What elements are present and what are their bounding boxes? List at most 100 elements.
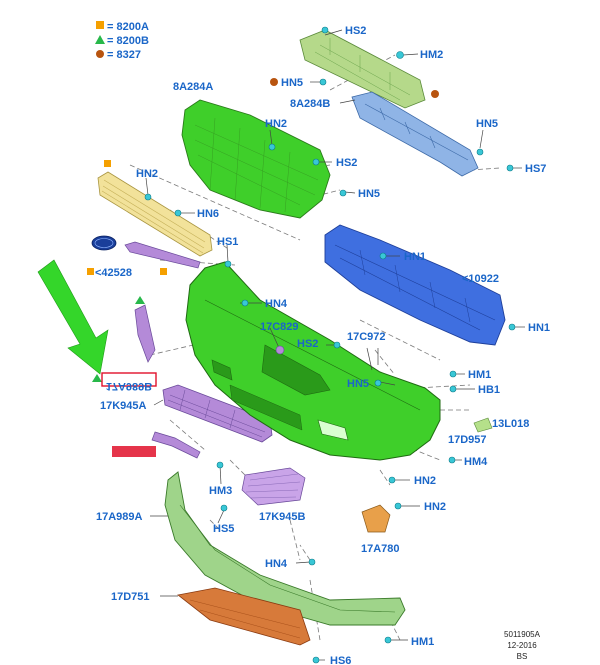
label-hs2-bumper: HS2 bbox=[297, 338, 318, 350]
highlight-17a989b: 17A989B bbox=[101, 372, 157, 392]
fastener-hn2-yellow bbox=[144, 193, 152, 201]
fastener-hn5-grille bbox=[339, 189, 347, 197]
label-hm4: HM4 bbox=[464, 456, 488, 468]
figure-date: 12-2016 bbox=[507, 641, 537, 650]
label-8a284b: 8A284B bbox=[290, 98, 330, 110]
leader-lines bbox=[145, 29, 525, 661]
label-hs5: HS5 bbox=[213, 523, 234, 535]
label-hs7: HS7 bbox=[525, 163, 546, 175]
label-hn5-grille: HN5 bbox=[358, 188, 380, 200]
fastener-hn2-grille bbox=[268, 143, 276, 151]
fastener-hs6 bbox=[312, 656, 320, 664]
energy-absorber bbox=[351, 91, 479, 177]
legend: = 8200A = 8200B = 8327 bbox=[95, 21, 149, 61]
fastener-hm3 bbox=[216, 461, 224, 469]
label-hn6: HN6 bbox=[197, 208, 219, 220]
fastener-hm1-bumper bbox=[449, 370, 457, 378]
highlight-small-part bbox=[112, 446, 156, 457]
label-13l018: 13L018 bbox=[492, 418, 529, 430]
tow-bracket bbox=[151, 431, 201, 459]
label-hs2-grille: HS2 bbox=[336, 157, 357, 169]
lower-valance bbox=[164, 471, 406, 626]
splash-shield bbox=[177, 587, 311, 646]
label-8a284a: 8A284A bbox=[173, 81, 213, 93]
part-labels: 8A284A 8A284B <42528 <10922 17C829 17C97… bbox=[95, 81, 529, 603]
label-hs1: HS1 bbox=[217, 236, 238, 248]
figure-initials: BS bbox=[517, 652, 528, 661]
bumper-cover bbox=[185, 261, 441, 461]
strip-square-marker bbox=[160, 268, 167, 275]
fastener-hn1-beam bbox=[379, 252, 387, 260]
figure-code: 5011905A 12-2016 BS bbox=[504, 630, 541, 661]
fastener-hs7 bbox=[506, 164, 514, 172]
label-hm1-lower: HM1 bbox=[411, 636, 434, 648]
figure-number: 5011905A bbox=[504, 630, 541, 639]
fastener-hm4 bbox=[448, 456, 456, 464]
label-hm3: HM3 bbox=[209, 485, 232, 497]
arrow-triangle-marker bbox=[92, 374, 102, 382]
label-hn4-lower: HN4 bbox=[265, 558, 288, 570]
label-hn5-right: HN5 bbox=[476, 118, 498, 130]
fastener-hm1-lower bbox=[384, 636, 392, 644]
fastener-hs1 bbox=[224, 260, 232, 268]
fastener-hn5-right bbox=[476, 148, 484, 156]
fastener-hs2-top bbox=[321, 26, 329, 34]
legend-square-marker bbox=[96, 21, 104, 29]
upper-grille-frame bbox=[181, 99, 331, 219]
fastener-hn4-upper bbox=[241, 299, 249, 307]
label-17d957: 17D957 bbox=[448, 434, 487, 446]
fastener-hm2-top bbox=[396, 51, 404, 59]
fastener-17c829 bbox=[275, 345, 285, 355]
side-deflector bbox=[473, 417, 493, 433]
fastener-hs2-grille bbox=[312, 158, 320, 166]
label-hn2-fog: HN2 bbox=[424, 501, 446, 513]
fastener-hs5 bbox=[220, 504, 228, 512]
callout-arrow bbox=[37, 259, 109, 375]
label-17d751: 17D751 bbox=[111, 591, 150, 603]
fastener-hn6 bbox=[174, 209, 182, 217]
label-hn2-yellow: HN2 bbox=[136, 168, 158, 180]
legend-item-8327: = 8327 bbox=[107, 49, 141, 61]
label-17k945b: 17K945B bbox=[259, 511, 306, 523]
label-hs2-top: HS2 bbox=[345, 25, 366, 37]
hm2-circle-marker bbox=[431, 90, 439, 98]
fastener-hs2-bumper bbox=[333, 341, 341, 349]
legend-item-8200b: = 8200B bbox=[107, 35, 149, 47]
fastener-hn2-fog bbox=[394, 502, 402, 510]
label-10922: <10922 bbox=[462, 273, 499, 285]
label-hm1-bumper: HM1 bbox=[468, 369, 491, 381]
label-17c972: 17C972 bbox=[347, 331, 386, 343]
side-bracket bbox=[134, 296, 156, 363]
fastener-hb1 bbox=[449, 385, 457, 393]
label-17a989a: 17A989A bbox=[96, 511, 143, 523]
label-hb1: HB1 bbox=[478, 384, 500, 396]
label-hn4-upper: HN4 bbox=[265, 298, 288, 310]
label-hn2-lower: HN2 bbox=[414, 475, 436, 487]
impact-beam bbox=[324, 224, 506, 346]
label-42528: <42528 bbox=[95, 267, 132, 279]
lower-grille-a bbox=[162, 384, 273, 443]
label-hs6: HS6 bbox=[330, 655, 351, 665]
label-hn5-bumper: HN5 bbox=[347, 378, 369, 390]
label-hn1-beam: HN1 bbox=[404, 251, 426, 263]
label-17a780: 17A780 bbox=[361, 543, 400, 555]
legend-triangle-marker bbox=[95, 35, 105, 44]
grille-square-marker bbox=[104, 160, 111, 167]
badge-strip bbox=[124, 241, 201, 275]
bracket-triangle-marker bbox=[135, 296, 145, 304]
lower-grille-b bbox=[241, 467, 306, 506]
fastener-hn1-right bbox=[508, 323, 516, 331]
legend-circle-marker bbox=[96, 50, 104, 58]
fastener-labels: HS2 HM2 HN5 HN5 HS7 HN2 HS2 HN5 HN2 HN6 … bbox=[136, 25, 550, 665]
legend-item-8200a: = 8200A bbox=[107, 21, 149, 33]
svg-text:17A989B: 17A989B bbox=[106, 380, 153, 392]
badge-square-marker bbox=[87, 268, 94, 275]
label-hn1-right: HN1 bbox=[528, 322, 550, 334]
label-hm2: HM2 bbox=[420, 49, 443, 61]
label-17c829: 17C829 bbox=[260, 321, 299, 333]
ford-badge bbox=[91, 235, 117, 251]
upper-grille bbox=[97, 160, 213, 257]
fastener-hn5-top bbox=[319, 78, 327, 86]
label-17k945a: 17K945A bbox=[100, 400, 147, 412]
